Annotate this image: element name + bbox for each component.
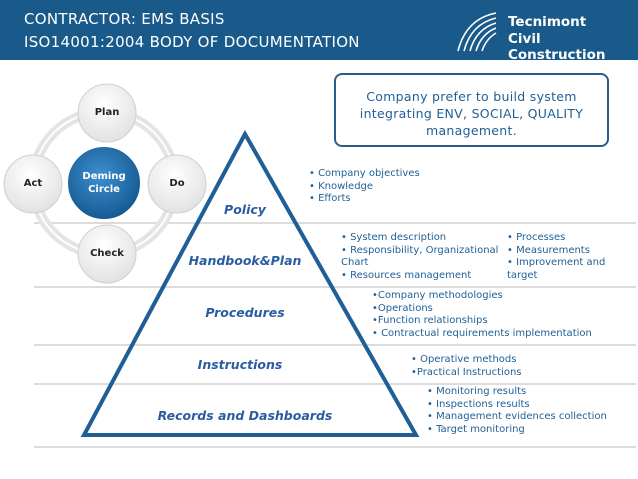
cycle-do-label: Do	[169, 178, 185, 189]
bullet-item: • Management evidences collection	[427, 411, 607, 423]
bullet-item: • Processes	[507, 232, 566, 243]
bullet-item: • Improvement and	[507, 257, 606, 269]
procedures-bullets: •Company methodologies •Operations •Func…	[372, 290, 592, 340]
title-line-1: CONTRACTOR: EMS BASIS	[24, 10, 225, 28]
bullet-item: • System description	[341, 232, 447, 243]
bullet-item: •Company methodologies	[372, 290, 503, 301]
instructions-bullets: • Operative methods •Practical Instructi…	[411, 354, 522, 379]
check-node	[77, 224, 137, 284]
bullet-item: • Contractual requirements implementatio…	[372, 327, 592, 339]
tier-procedures-label: Procedures	[205, 305, 285, 320]
tier-handbook-label: Handbook&Plan	[188, 253, 302, 268]
plan-node	[77, 83, 137, 143]
tier-policy-label: Policy	[224, 202, 266, 217]
tier-instructions-label: Instructions	[197, 357, 283, 372]
cycle-plan-label: Plan	[94, 107, 120, 118]
bullet-item: • Operative methods	[411, 354, 517, 365]
policy-bullets: • Company objectives • Knowledge • Effor…	[309, 168, 420, 206]
logo-line-1: Tecnimont	[508, 14, 587, 30]
title-line-2: ISO14001:2004 BODY OF DOCUMENTATION	[24, 33, 360, 51]
header-bar: CONTRACTOR: EMS BASIS ISO14001:2004 BODY…	[0, 0, 638, 63]
bullet-item: • Resources management	[341, 269, 472, 281]
cycle-check-label: Check	[90, 248, 124, 259]
bullet-item: • Inspections results	[427, 398, 530, 410]
deming-line-2: Circle	[88, 184, 120, 195]
bullet-item: target	[507, 269, 538, 281]
bullet-item: •Practical Instructions	[411, 366, 522, 378]
deming-center-node	[66, 145, 142, 221]
handbook-bullets-right: • Processes • Measurements • Improvement…	[507, 232, 605, 282]
bullet-item: • Efforts	[309, 193, 351, 205]
bullet-item: • Company objectives	[309, 168, 420, 179]
bullet-item: • Monitoring results	[427, 386, 527, 397]
bullet-item: •Operations	[372, 302, 433, 314]
bullet-item: • Knowledge	[309, 180, 374, 192]
callout-box: Company prefer to build system integrati…	[334, 73, 609, 147]
tier-records-label: Records and Dashboards	[157, 408, 333, 423]
act-node	[3, 154, 63, 214]
bullet-item: Chart	[341, 257, 369, 269]
tecnimont-logo-icon	[457, 12, 497, 52]
documentation-pyramid	[80, 129, 420, 437]
bullet-item: • Responsibility, Organizational	[341, 244, 499, 256]
deming-line-1: Deming	[82, 171, 126, 182]
do-node	[147, 154, 207, 214]
cycle-act-label: Act	[23, 178, 43, 189]
logo-line-2: Civil Construction	[508, 31, 606, 63]
records-bullets: • Monitoring results • Inspections resul…	[427, 386, 607, 436]
bullet-item: • Target monitoring	[427, 423, 525, 435]
bullet-item: •Function relationships	[372, 315, 488, 327]
deming-circle-label: Deming Circle	[64, 146, 144, 220]
bullet-item: • Measurements	[507, 244, 590, 256]
handbook-bullets-left: • System description • Responsibility, O…	[341, 232, 498, 282]
